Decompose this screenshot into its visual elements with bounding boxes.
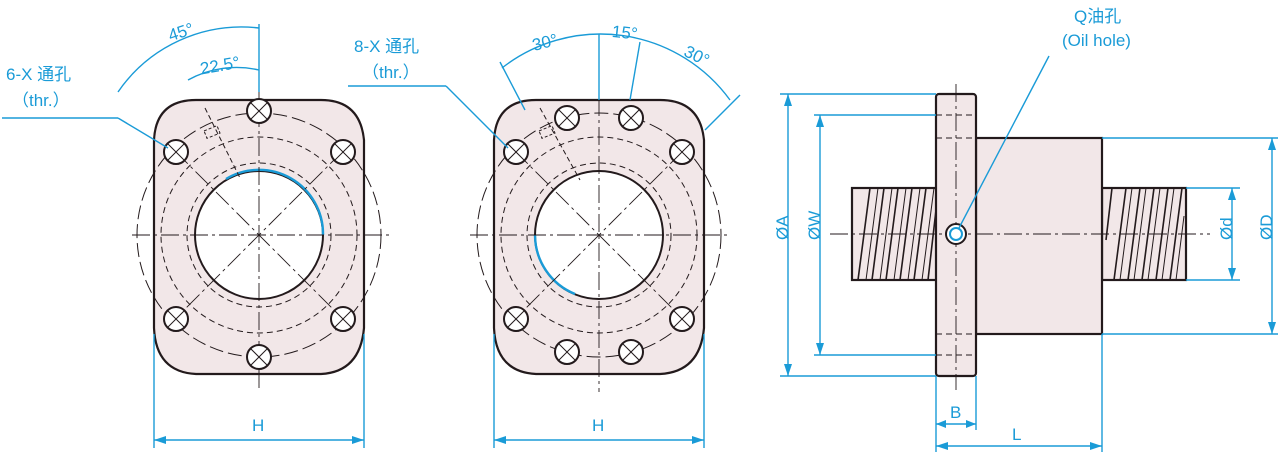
leader-d-6 — [117, 117, 169, 149]
hole-note-6: （thr.） — [12, 91, 70, 110]
hole-note-8: （thr.） — [362, 63, 420, 82]
bolt-holes-8 — [503, 105, 695, 365]
nut-body — [974, 136, 1104, 336]
dia-D-label: ØD — [1257, 215, 1276, 241]
angle-b-label-6: 22.5° — [199, 53, 242, 79]
center-d2-8 — [514, 150, 684, 320]
angle-a-label-6: 45° — [166, 19, 196, 45]
flange-view-6-hole: 6-X 通孔 （thr.） 45° 22.5° H — [2, 19, 390, 448]
oil-hole-mark — [949, 227, 963, 241]
angle-a-label-8: 30° — [530, 30, 560, 55]
angle-b-label-8: 15° — [611, 22, 639, 44]
angle-arc-8 — [501, 33, 731, 101]
dia-a-label: ØA — [773, 215, 792, 240]
angle-ref-6 — [204, 107, 241, 179]
angle-ref-8 — [539, 107, 581, 181]
flange-view-8-hole: 8-X 通孔 （thr.） 30° 15° 30° H — [348, 22, 741, 448]
oil-leader — [958, 55, 1050, 229]
dia-w-label: ØW — [805, 211, 824, 240]
angle-ext-left-8 — [499, 61, 526, 111]
flange-b-label: B — [950, 403, 961, 422]
width-label-8: H — [592, 416, 604, 435]
hole-label-8: 8-X 通孔 — [354, 37, 419, 56]
angle-arc-45 — [117, 26, 260, 93]
leader-d-8 — [445, 85, 509, 149]
angle-ext-15-8 — [629, 41, 641, 101]
oil-hole-label: Q油孔 — [1074, 7, 1121, 26]
length-l-label: L — [1012, 425, 1021, 444]
bore-arc-8 — [533, 234, 576, 296]
oil-marker-8 — [538, 125, 556, 139]
bore-arc-6 — [225, 168, 325, 236]
bolt-holes-6 — [163, 98, 356, 370]
b-arrows — [936, 420, 976, 428]
angle-arc-22 — [187, 66, 260, 81]
angle-c-label-8: 30° — [681, 42, 712, 70]
oil-hole-note: (Oil hole) — [1062, 31, 1131, 50]
side-view: Q油孔 (Oil hole) ØA ØW Ød ØD B L — [773, 7, 1278, 452]
oil-hole — [945, 223, 967, 245]
hole-label-6: 6-X 通孔 — [6, 65, 71, 84]
center-d2-6 — [174, 150, 344, 320]
angle-ext-30-8 — [704, 94, 741, 131]
dia-d-label: Ød — [1217, 217, 1236, 240]
width-label-6: H — [252, 416, 264, 435]
